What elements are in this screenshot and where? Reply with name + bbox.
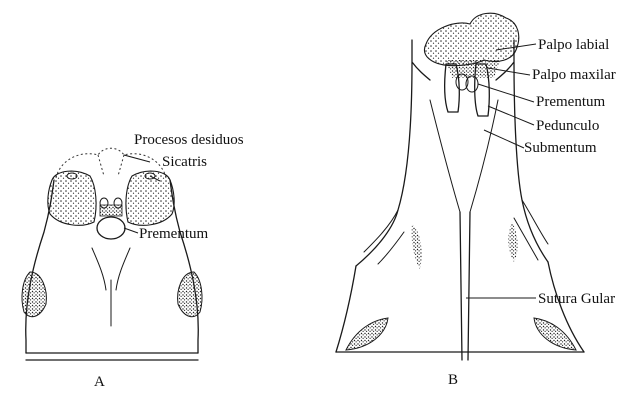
submentum-lines-b — [430, 100, 498, 212]
side-patch-left — [412, 224, 422, 270]
label-prementum-b: Prementum — [536, 94, 605, 110]
head-b-outline-left — [356, 40, 430, 266]
leaders-b — [466, 44, 536, 298]
prementum-oval-a — [97, 217, 125, 239]
eye-right-a — [178, 272, 202, 317]
head-a-base — [26, 353, 198, 360]
head-a — [22, 148, 202, 360]
labial-palp-lobe — [424, 13, 518, 65]
leader-prementum-a — [124, 228, 138, 233]
head-b — [336, 13, 584, 360]
prementum-texture-a — [100, 205, 122, 216]
label-sutura-gular: Sutura Gular — [538, 291, 615, 307]
leader-prementum-b — [478, 84, 534, 102]
label-prementum-a: Prementum — [139, 226, 208, 242]
eye-left-b — [346, 318, 388, 350]
label-palpo-labial: Palpo labial — [538, 37, 609, 53]
leader-procesos — [124, 155, 150, 162]
label-procesos-desiduos: Procesos desiduos — [134, 132, 244, 148]
panel-label-b: B — [448, 372, 458, 388]
eye-left-a — [22, 272, 46, 317]
submentum-lines-a — [92, 248, 130, 326]
deciduous-processes-mid — [98, 155, 124, 176]
label-sicatris: Sicatris — [162, 154, 207, 170]
side-patch-right — [508, 222, 517, 262]
label-submentum: Submentum — [524, 140, 597, 156]
eye-right-b — [534, 318, 576, 350]
panel-label-a: A — [94, 374, 105, 390]
label-palpo-maxilar: Palpo maxilar — [532, 67, 616, 83]
label-pedunculo: Pedunculo — [536, 118, 599, 134]
gular-suture-b — [460, 212, 470, 360]
